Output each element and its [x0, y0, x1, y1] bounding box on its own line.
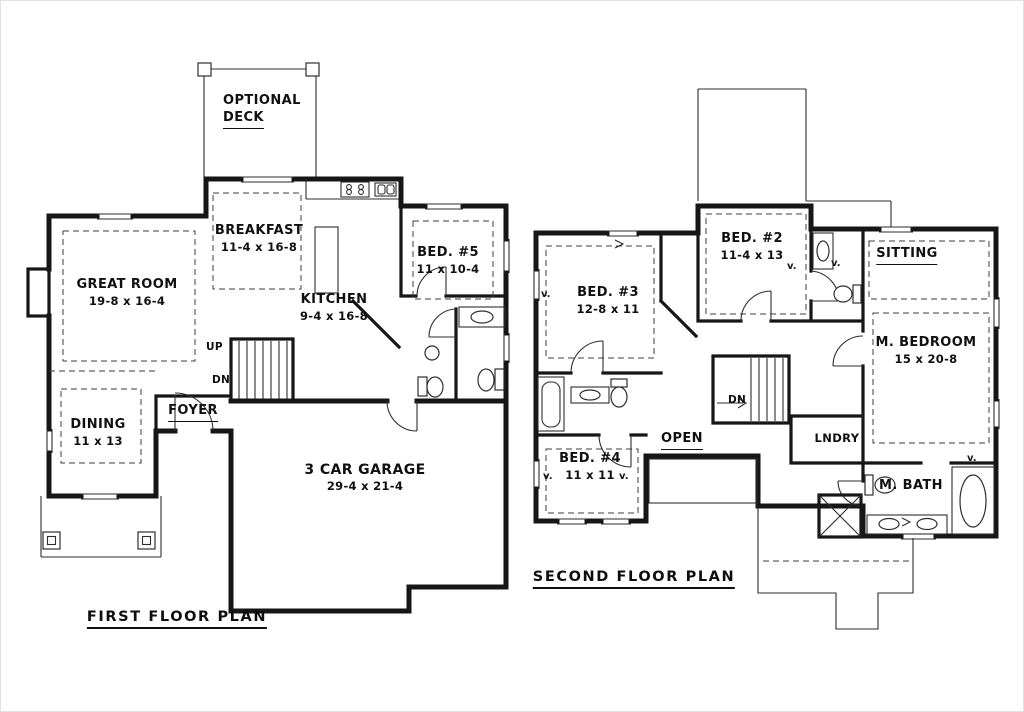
- room-label-optional-deck: OPTIONAL DECK: [223, 93, 301, 129]
- room-label-open: OPEN: [661, 431, 703, 450]
- room-name: M. BATH: [879, 478, 943, 493]
- room-name: BED. #3: [577, 285, 639, 300]
- room-dims: 19-8 x 16-4: [88, 293, 166, 308]
- deck-outline: [197, 62, 320, 178]
- room-dims: 15 x 20-8: [894, 351, 958, 366]
- window-arrow-icon: [614, 239, 912, 527]
- room-name: DINING: [70, 417, 126, 432]
- room-name: M. BEDROOM: [875, 335, 977, 350]
- room-name: GREAT ROOM: [76, 277, 178, 292]
- room-name: OPTIONAL: [223, 93, 301, 108]
- roof-outline-top: [697, 88, 892, 227]
- first-floor-windows: [46, 176, 510, 500]
- fireplace: [26, 267, 51, 318]
- second-floor-interior-walls: [534, 227, 998, 483]
- room-label-bed3: BED. #3 12-8 x 11: [577, 285, 640, 317]
- first-floor-bath-fixtures: [417, 306, 506, 398]
- room-dims: 12-8 x 11: [576, 301, 640, 316]
- second-floor-dashed-lines: [545, 213, 990, 514]
- second-floor-plan-title: SECOND FLOOR PLAN: [532, 569, 736, 589]
- room-label-bed5: BED. #5 11 x 10-4: [417, 245, 480, 277]
- stair-label-dn-second: DN: [728, 394, 747, 406]
- room-dims: 9-4 x 16-8: [300, 308, 368, 323]
- room-label-bed4: BED. #4 11 x 11: [559, 451, 621, 483]
- window-marker: v.: [619, 471, 629, 482]
- room-name: BREAKFAST: [214, 223, 304, 238]
- room-name: BED. #4: [559, 451, 621, 466]
- room-label-breakfast: BREAKFAST 11-4 x 16-8: [215, 223, 303, 255]
- room-label-kitchen: KITCHEN 9-4 x 16-8: [300, 292, 368, 324]
- room-label-m-bath: M. BATH: [879, 478, 943, 495]
- room-label-garage: 3 CAR GARAGE 29-4 x 21-4: [304, 461, 425, 494]
- first-floor-dashed-lines: [49, 192, 494, 464]
- window-marker: v.: [543, 471, 553, 482]
- room-label-great-room: GREAT ROOM 19-8 x 16-4: [76, 277, 177, 309]
- first-floor-doors: [174, 266, 457, 432]
- room-label-dining: DINING 11 x 13: [70, 417, 125, 449]
- room-dims: 11 x 11: [565, 467, 615, 482]
- stair-label-up: UP: [206, 341, 223, 353]
- room-dims: 11 x 10-4: [416, 261, 480, 276]
- hall-bath-fixtures: [537, 376, 628, 432]
- master-bath-fixtures: [817, 466, 995, 539]
- first-floor-exterior-walls: [46, 176, 509, 614]
- room-name: 3 CAR GARAGE: [304, 462, 426, 478]
- room-label-foyer: FOYER: [168, 403, 218, 422]
- room-label-lndry: LNDRY: [814, 431, 859, 446]
- kitchen-fixtures: [305, 179, 399, 294]
- room-name: FOYER: [168, 403, 218, 422]
- window-marker: v.: [831, 258, 841, 269]
- first-floor-drawing: [26, 62, 510, 614]
- room-label-m-bedroom: M. BEDROOM 15 x 20-8: [875, 335, 976, 367]
- room-dims: 11 x 13: [73, 433, 123, 448]
- bed2-bath-fixtures: [812, 232, 862, 304]
- room-name: BED. #2: [721, 231, 783, 246]
- room-dims: 29-4 x 21-4: [326, 479, 404, 494]
- window-marker: v.: [541, 289, 551, 300]
- roof-outline-bottom: [648, 458, 914, 630]
- room-label-sitting: SITTING: [876, 246, 938, 265]
- first-floor-stairs: [238, 341, 288, 399]
- room-name: BED. #5: [417, 245, 479, 260]
- window-marker: v.: [787, 261, 797, 272]
- second-floor-doors: [570, 270, 864, 507]
- window-marker: v.: [967, 453, 977, 464]
- room-name: OPEN: [661, 431, 703, 450]
- first-floor-interior-walls: [154, 204, 508, 433]
- room-name: SITTING: [876, 246, 938, 265]
- room-label-bed2: BED. #2 11-4 x 13: [721, 231, 784, 263]
- stair-label-dn: DN: [212, 374, 231, 386]
- second-floor-drawing: [533, 88, 1000, 630]
- room-dims: 11-4 x 16-8: [220, 239, 298, 254]
- front-porch: [40, 496, 162, 558]
- room-name: KITCHEN: [300, 292, 368, 307]
- room-dims: 11-4 x 13: [720, 247, 784, 262]
- room-name: DECK: [223, 110, 264, 129]
- second-floor-stairs: [717, 358, 784, 421]
- room-name: LNDRY: [814, 431, 860, 445]
- second-floor-exterior-walls: [533, 203, 999, 539]
- first-floor-plan-title: FIRST FLOOR PLAN: [86, 609, 268, 629]
